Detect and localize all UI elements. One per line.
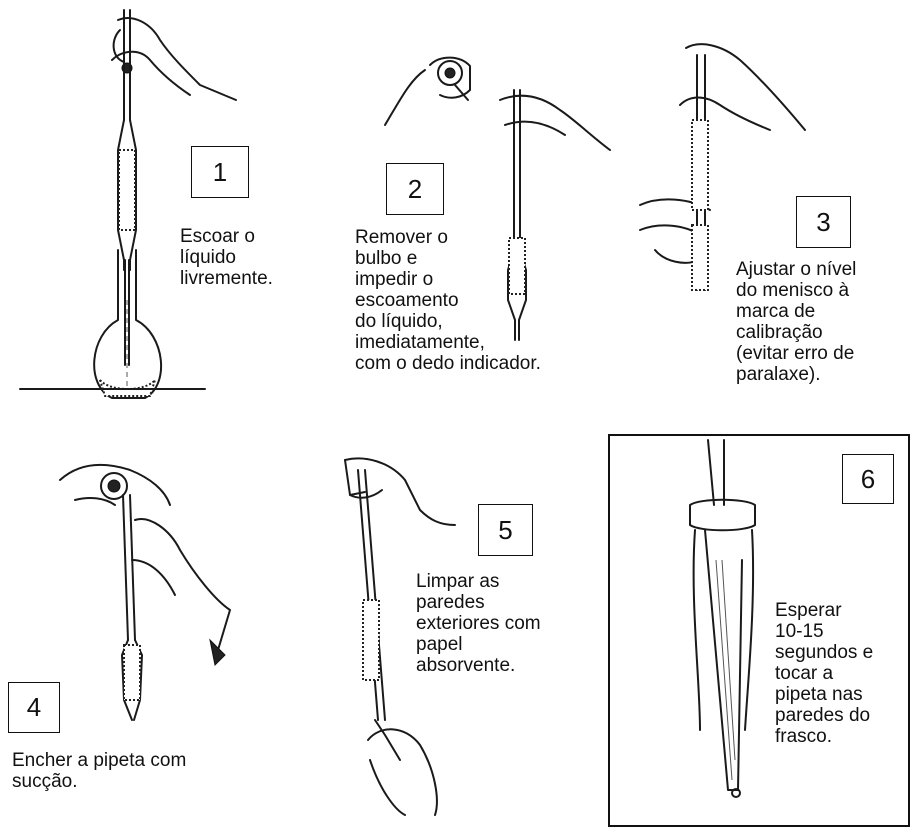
- step-4-caption: Encher a pipeta com sucção.: [12, 750, 186, 792]
- step-2-number: 2: [386, 163, 444, 215]
- step-1-number: 1: [191, 146, 249, 198]
- step-1-caption: Escoar o líquido livremente.: [180, 226, 273, 289]
- step3-illustration: [640, 44, 805, 290]
- step-5-caption: Limpar as paredes exteriores com papel a…: [416, 571, 541, 676]
- step-6-caption: Esperar 10-15 segundos e tocar a pipeta …: [775, 600, 873, 747]
- step1-illustration: [20, 10, 236, 398]
- step-4-number: 4: [8, 682, 60, 733]
- step-2-caption: Remover o bulbo e impedir o escoamento d…: [355, 227, 541, 374]
- step-5-number: 5: [478, 504, 533, 556]
- step-3-caption: Ajustar o nível do menisco à marca de ca…: [736, 259, 856, 385]
- step-3-number: 3: [796, 196, 851, 248]
- step4-illustration: [60, 465, 230, 720]
